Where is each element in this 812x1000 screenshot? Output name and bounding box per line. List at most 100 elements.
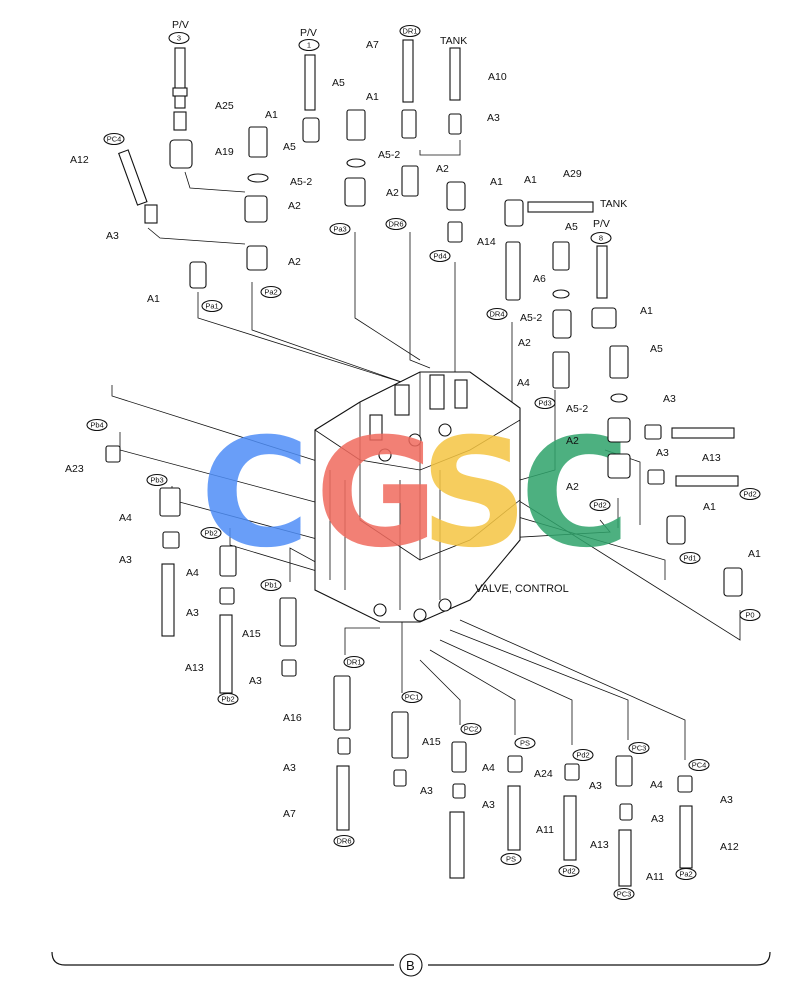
port-tag-label: Pb2 — [221, 695, 234, 704]
port-tag-ellipse — [298, 38, 320, 52]
port-tag-ellipse — [460, 722, 482, 736]
port-tag-t15: Pd2 — [739, 487, 761, 501]
port-tag-label: Pd4 — [433, 252, 446, 261]
port-tag-t12: Pd3 — [534, 396, 556, 410]
port-tag-label: Pd2 — [562, 867, 575, 876]
port-tag-ellipse — [217, 692, 239, 706]
port-tag-t3: DR1 — [399, 24, 421, 38]
port-tag-t9: Pd4 — [429, 249, 451, 263]
port-tag-t18: Pd1 — [679, 551, 701, 565]
callout-c32: A2 — [518, 337, 531, 349]
callout-c12: A5-2 — [378, 149, 400, 161]
port-tag-t19: Pb1 — [260, 578, 282, 592]
hose-dr1 — [402, 39, 414, 103]
callout-c24: A14 — [477, 236, 496, 248]
port-tag-t22: DR1 — [343, 655, 365, 669]
port-tag-label: Pd2 — [576, 751, 589, 760]
callout-c6: A1 — [366, 91, 379, 103]
hose-pv8 — [596, 245, 608, 299]
hose-left-1 — [161, 563, 175, 637]
port-tag-ellipse — [628, 741, 650, 755]
port-tag-label: Pb3 — [150, 476, 163, 485]
callout-c57: A3 — [420, 785, 433, 797]
components — [105, 39, 743, 887]
hose-pa2 — [679, 805, 693, 869]
port-tag-ellipse — [688, 758, 710, 772]
port-tag-t5: Pa3 — [329, 222, 351, 236]
section-bracket: B — [51, 951, 771, 977]
callout-c60: A3 — [720, 794, 733, 806]
port-tag-ellipse — [534, 396, 556, 410]
port-tag-ellipse — [401, 690, 423, 704]
callout-c63: A13 — [590, 839, 609, 851]
port-tag-label: PC4 — [107, 135, 122, 144]
callout-c52: A15 — [422, 736, 441, 748]
callout-c16: A2 — [288, 200, 301, 212]
hose-pc3 — [618, 829, 632, 887]
port-tag-ellipse — [329, 222, 351, 236]
port-tag-t33: Pa2 — [675, 867, 697, 881]
port-tag-label: 8 — [599, 234, 603, 243]
port-tag-ellipse — [333, 834, 355, 848]
callout-c26: A5 — [565, 221, 578, 233]
port-tag-label: 1 — [307, 41, 311, 50]
callout-c47: A3 — [186, 607, 199, 619]
port-tag-ellipse — [500, 852, 522, 866]
port-tag-t1: 3 — [168, 31, 190, 45]
port-tag-ellipse — [385, 217, 407, 231]
port-tag-ellipse — [739, 487, 761, 501]
callout-c66: A11 — [646, 871, 664, 883]
port-tag-label: PC2 — [464, 725, 479, 734]
port-tag-ellipse — [429, 249, 451, 263]
port-tag-label: P0 — [745, 611, 754, 620]
watermark-letter-2: G — [315, 407, 438, 581]
callout-c64: A12 — [720, 841, 739, 853]
port-tag-ellipse — [572, 748, 594, 762]
callout-c4: TANK — [440, 35, 467, 47]
port-tag-t13: Pb4 — [86, 418, 108, 432]
control-valve-body — [314, 371, 521, 623]
callout-c39: A13 — [702, 452, 721, 464]
hose-pb2 — [219, 614, 233, 694]
callout-c51: A16 — [283, 712, 302, 724]
callout-c7: A3 — [487, 112, 500, 124]
callout-c48: A15 — [242, 628, 261, 640]
port-tag-t11: DR4 — [486, 307, 508, 321]
hose-tank-2 — [527, 201, 594, 213]
port-tag-t31: Pd2 — [558, 864, 580, 878]
port-tag-t32: PC3 — [613, 887, 635, 901]
port-tag-t23: PC1 — [401, 690, 423, 704]
port-tag-label: PS — [520, 739, 530, 748]
callout-c50: A3 — [249, 675, 262, 687]
port-tag-ellipse — [558, 864, 580, 878]
callout-c34: A4 — [517, 377, 530, 389]
callout-c54: A24 — [534, 768, 553, 780]
port-tag-label: Pa3 — [333, 225, 346, 234]
hose-pc4 — [118, 149, 148, 206]
hose-pd2-bottom — [563, 795, 577, 861]
callout-c17: A2 — [386, 187, 399, 199]
port-tag-label: PS — [506, 855, 516, 864]
callout-c53: A4 — [482, 762, 495, 774]
port-tag-label: DR6 — [388, 220, 403, 229]
diagram-title: VALVE, CONTROL — [475, 583, 569, 595]
callout-c2: P/V — [300, 27, 317, 39]
port-tag-ellipse — [613, 887, 635, 901]
callout-c1: P/V — [172, 19, 189, 31]
port-tag-t30: PS — [500, 852, 522, 866]
callout-c45: A4 — [186, 567, 199, 579]
port-tag-label: PC4 — [692, 761, 707, 770]
port-tag-ellipse — [200, 526, 222, 540]
callout-c5: A10 — [488, 71, 507, 83]
callout-c49: A13 — [185, 662, 204, 674]
callout-c33: A5 — [650, 343, 663, 355]
port-tag-t20: P0 — [739, 608, 761, 622]
callout-c29: A6 — [533, 273, 546, 285]
callout-c28: A1 — [147, 293, 160, 305]
port-tag-ellipse — [679, 551, 701, 565]
port-tag-ellipse — [146, 473, 168, 487]
port-tags: 31DR1PC4Pa3DR6Pa2Pa1Pd48DR4Pd3Pb4Pb3Pd2P… — [86, 24, 761, 901]
port-tag-t10: 8 — [590, 231, 612, 245]
port-tag-ellipse — [86, 418, 108, 432]
